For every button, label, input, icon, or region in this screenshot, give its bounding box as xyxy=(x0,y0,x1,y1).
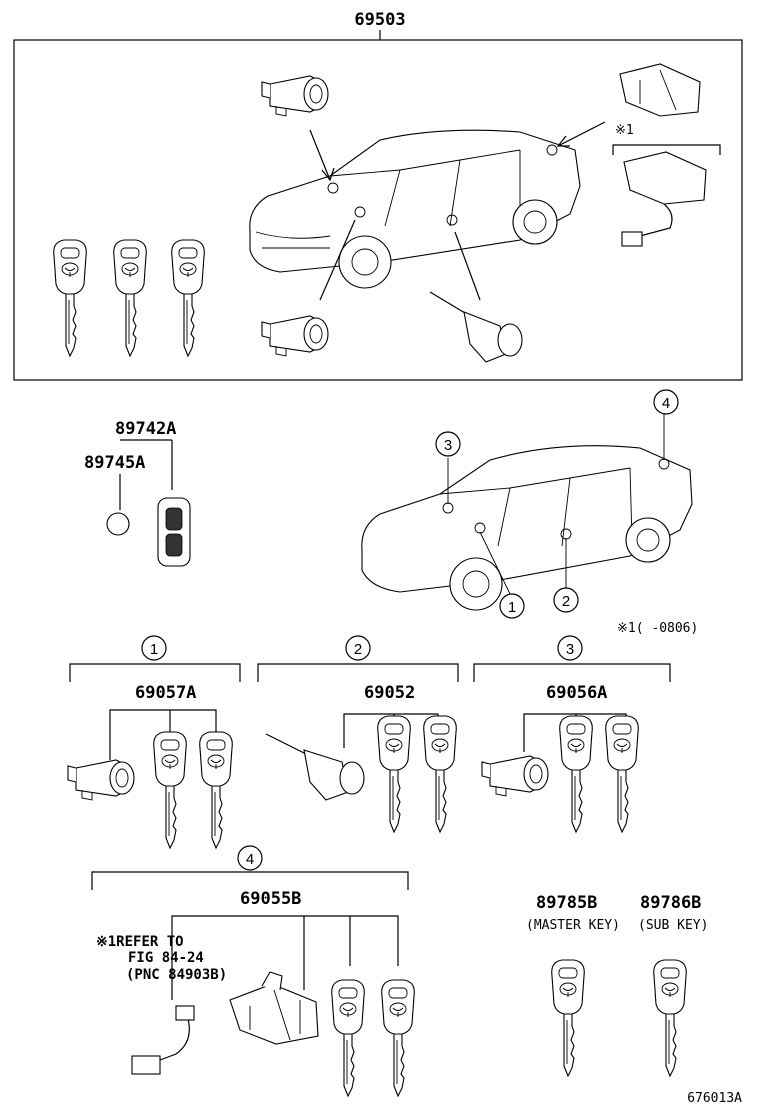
part-number-69055b: 69055B xyxy=(240,889,301,909)
ignition-switch-assembly xyxy=(619,63,701,117)
applicability-note: ※1( -0806) xyxy=(617,621,698,636)
key-top-1 xyxy=(53,239,87,357)
callout-2-car: 2 xyxy=(562,593,570,610)
key-top-3 xyxy=(171,239,205,357)
set4-key-2 xyxy=(381,979,415,1097)
key-top-2 xyxy=(113,239,147,357)
car-illustration-middle xyxy=(361,414,693,611)
sub-key-label: (SUB KEY) xyxy=(638,918,708,933)
door-lock-cylinder-bottom xyxy=(261,315,329,357)
set2-lock-cylinder-with-rod xyxy=(265,733,365,801)
part-number-69056a: 69056A xyxy=(546,683,607,703)
part-number-89786b: 89786B xyxy=(640,893,701,913)
refer-note-line1: ※1REFER TO xyxy=(96,934,184,950)
set2-key-2 xyxy=(423,715,457,833)
part-number-69052: 69052 xyxy=(364,683,415,703)
set3-lock-cylinder xyxy=(481,755,549,797)
part-number-89785b: 89785B xyxy=(536,893,597,913)
set1-key-2 xyxy=(199,731,233,849)
refer-note-line2: FIG 84-24 xyxy=(128,950,204,966)
callout-3-set: 3 xyxy=(566,641,574,658)
ignition-switch-set4 xyxy=(131,971,319,1075)
part-number-69503: 69503 xyxy=(354,10,405,30)
set3-key-2 xyxy=(605,715,639,833)
callout-4-set: 4 xyxy=(246,851,254,868)
set1-lock-cylinder xyxy=(67,759,135,801)
transmitter-fob xyxy=(157,497,191,567)
sub-key xyxy=(653,959,687,1077)
part-number-89745a: 89745A xyxy=(84,453,145,473)
door-lock-cylinder-top xyxy=(261,75,329,117)
set3-key-1 xyxy=(559,715,593,833)
callout-2-set: 2 xyxy=(354,641,362,658)
transmitter-battery xyxy=(106,512,130,536)
part-number-89742a: 89742A xyxy=(115,419,176,439)
ignition-switch-with-harness xyxy=(621,151,707,247)
kit-69503-box xyxy=(13,39,743,381)
callout-3-car: 3 xyxy=(444,437,452,454)
star1-note-top: ※1 xyxy=(615,123,634,138)
refer-note-line3: (PNC 84903B) xyxy=(126,967,227,983)
callout-1-set: 1 xyxy=(150,641,158,658)
set4-key-1 xyxy=(331,979,365,1097)
callout-1-car: 1 xyxy=(508,599,516,616)
illustration-code: 676013A xyxy=(687,1091,742,1106)
set2-key-1 xyxy=(377,715,411,833)
master-key-label: (MASTER KEY) xyxy=(526,918,620,933)
part-number-69057a: 69057A xyxy=(135,683,196,703)
master-key xyxy=(551,959,585,1077)
set1-key-1 xyxy=(153,731,187,849)
callout-4-car: 4 xyxy=(662,395,670,412)
door-lock-rod-cylinder xyxy=(429,291,523,363)
car-illustration-top xyxy=(249,121,606,301)
